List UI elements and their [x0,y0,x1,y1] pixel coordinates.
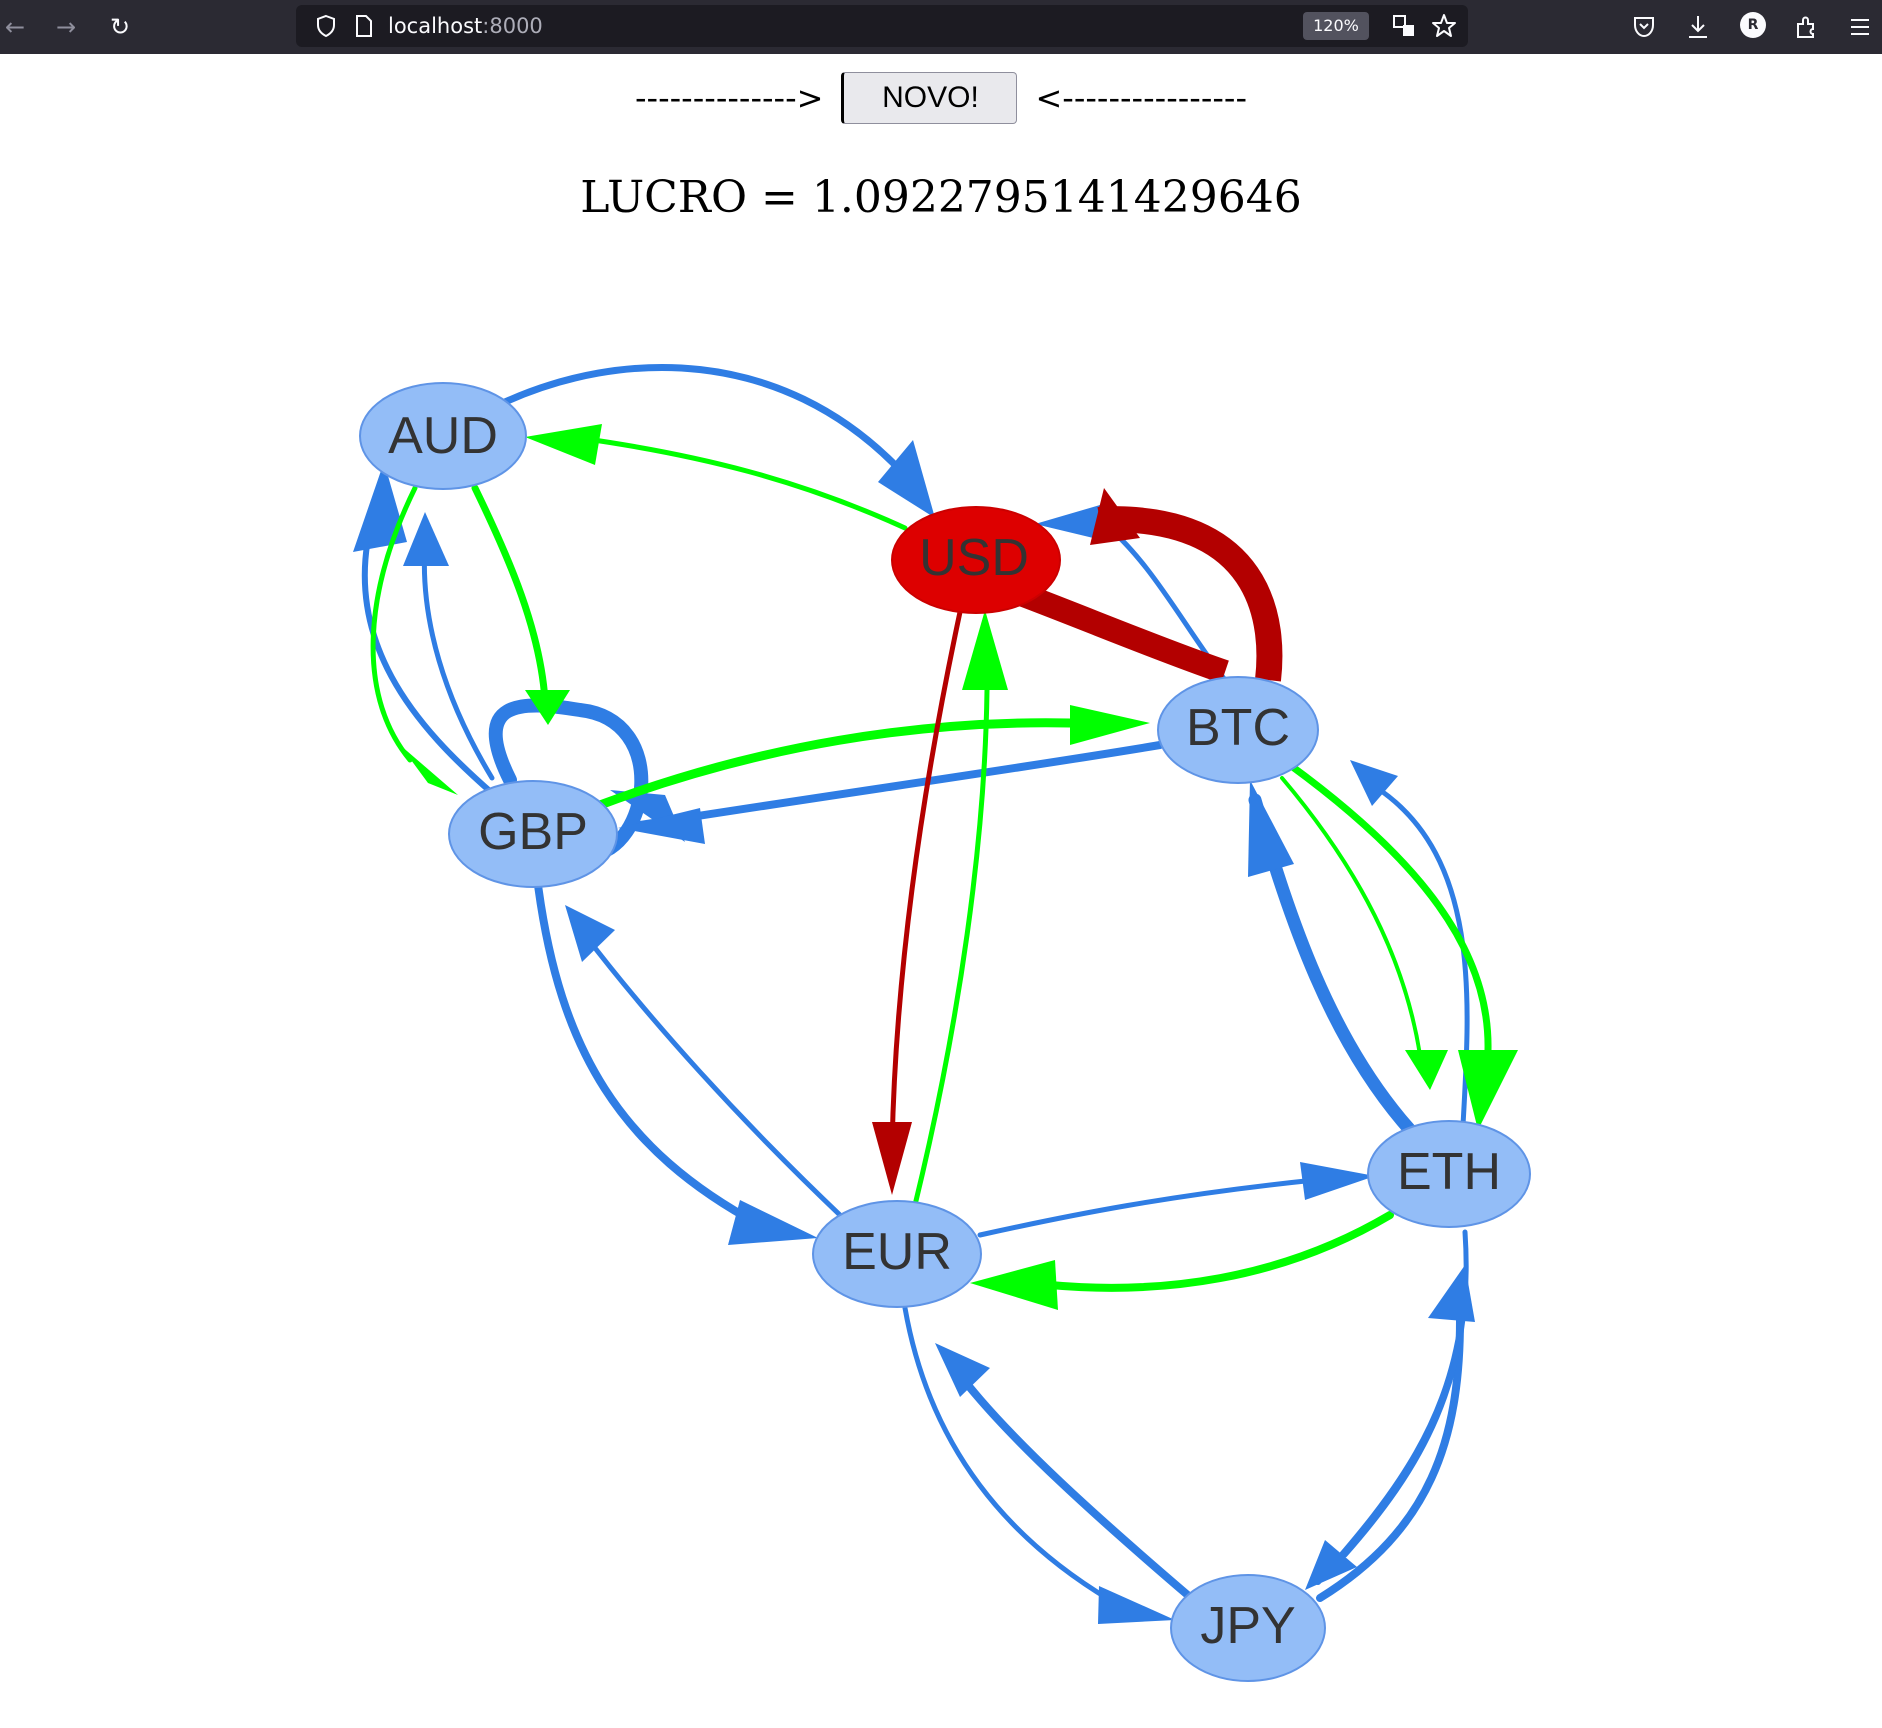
edge-gbp-eur [534,881,764,1229]
node-eur[interactable]: EUR [812,1200,982,1308]
green-arrowheads [400,424,1518,1310]
node-usd[interactable]: USD [891,506,1061,614]
arrowhead-gbp-aud-outer [353,462,407,552]
arrowhead-btc-eth-a [1405,1050,1448,1090]
left-arrow-text: --------------> [634,79,824,117]
node-jpy-label: JPY [1200,1597,1295,1655]
translate-icon[interactable] [1386,5,1422,47]
arrowhead-eur-eth [1300,1162,1375,1200]
extensions-icon[interactable] [1788,8,1824,46]
edge-usd-aud [577,435,908,531]
edge-aud-usd [501,363,904,474]
arrowhead-aud-gbp [525,690,570,725]
arrowhead-eth-eur [970,1260,1058,1310]
arrowhead-gbp-aud-inner [403,512,449,566]
page-icon [348,5,380,47]
edge-eur-usd [912,687,990,1208]
edge-btc-eth-b [1286,761,1492,1054]
arrowhead-gbp-btc [1070,705,1150,745]
node-aud[interactable]: AUD [359,382,527,490]
download-icon[interactable] [1680,8,1716,46]
address-bar[interactable]: localhost:8000 120% [296,5,1468,47]
edge-btc-gbp [636,741,1164,829]
node-gbp[interactable]: GBP [448,780,618,888]
edge-aud-gbp [471,484,549,704]
edge-jpy-eur [956,1371,1194,1601]
graph-nodes: AUD USD BTC GBP ETH EUR JPY [359,382,1531,1682]
node-eur-label: EUR [842,1223,952,1281]
arrowhead-eur-gbp [565,905,615,962]
arrowhead-usd-aud [525,424,602,465]
pocket-icon[interactable] [1626,8,1662,46]
right-arrow-text: <---------------- [1035,79,1248,117]
back-icon[interactable]: ← [4,13,26,41]
arrowhead-eur-usd [962,610,1008,690]
edge-eur-gbp [582,932,843,1218]
edge-aud-gbp-left [370,485,418,763]
arrowhead-btc-gbp [618,808,705,844]
arrowhead-jpy-eth [1428,1265,1475,1322]
menu-icon[interactable] [1842,8,1878,46]
edge-usd-eur [889,611,963,1151]
arrowhead-eur-jpy [1098,1586,1175,1624]
forward-icon[interactable]: → [55,13,77,41]
arrowhead-eth-btc-thin [1350,760,1398,806]
arrowhead-jpy-eur [935,1343,990,1397]
node-btc[interactable]: BTC [1157,676,1319,784]
shield-icon[interactable] [308,5,344,47]
blue-arrowheads [353,440,1475,1624]
reload-icon[interactable]: ↻ [109,13,131,41]
red-arrowheads [872,488,1140,1195]
arrowhead-aud-usd [878,440,935,518]
node-usd-label: USD [919,529,1029,587]
arrowhead-btc-usd [1035,505,1110,542]
arrowhead-btc-usd [1090,488,1140,545]
arrowhead-gbp-eur [728,1200,818,1245]
arrowhead-aud-gbp-left [400,745,458,795]
edge-jpy-eth-a [1316,1316,1464,1602]
zoom-level-badge[interactable]: 120% [1303,12,1369,40]
bookmark-star-icon[interactable] [1426,5,1462,47]
edge-btc-eth-a [1280,776,1422,1057]
edge-eur-eth [977,1177,1318,1238]
arrowhead-eth-jpy [1305,1540,1357,1590]
arrowhead-usd-eur [872,1122,912,1195]
edge-gbp-aud-outer [361,507,495,796]
node-eth-label: ETH [1397,1143,1501,1201]
account-avatar-icon[interactable]: R [1740,12,1766,38]
node-jpy[interactable]: JPY [1170,1574,1326,1682]
edge-gbp-btc [595,718,1075,810]
novo-row: --------------> NOVO! <---------------- [0,70,1882,126]
edge-gbp-aud-inner [421,542,495,781]
url-text[interactable]: localhost:8000 [388,5,543,47]
arrowhead-btc-eth-b [1458,1050,1518,1130]
edge-eur-jpy [902,1305,1113,1603]
node-gbp-label: GBP [478,803,588,861]
node-btc-label: BTC [1186,699,1290,757]
node-aud-label: AUD [388,407,498,465]
url-host: localhost [388,14,483,38]
arrowhead-eth-btc-thick [1248,780,1294,877]
browser-toolbar: ← → ↻ localhost:8000 120% R [0,0,1882,54]
profit-text: LUCRO = 1.0922795141429646 [580,172,1302,223]
edge-gbp-selfloop [488,698,649,862]
url-port: :8000 [482,14,543,38]
edge-eth-jpy [1342,1229,1469,1558]
novo-button[interactable]: NOVO! [841,72,1018,124]
node-eth[interactable]: ETH [1367,1120,1531,1228]
edge-eth-eur [1046,1211,1394,1292]
